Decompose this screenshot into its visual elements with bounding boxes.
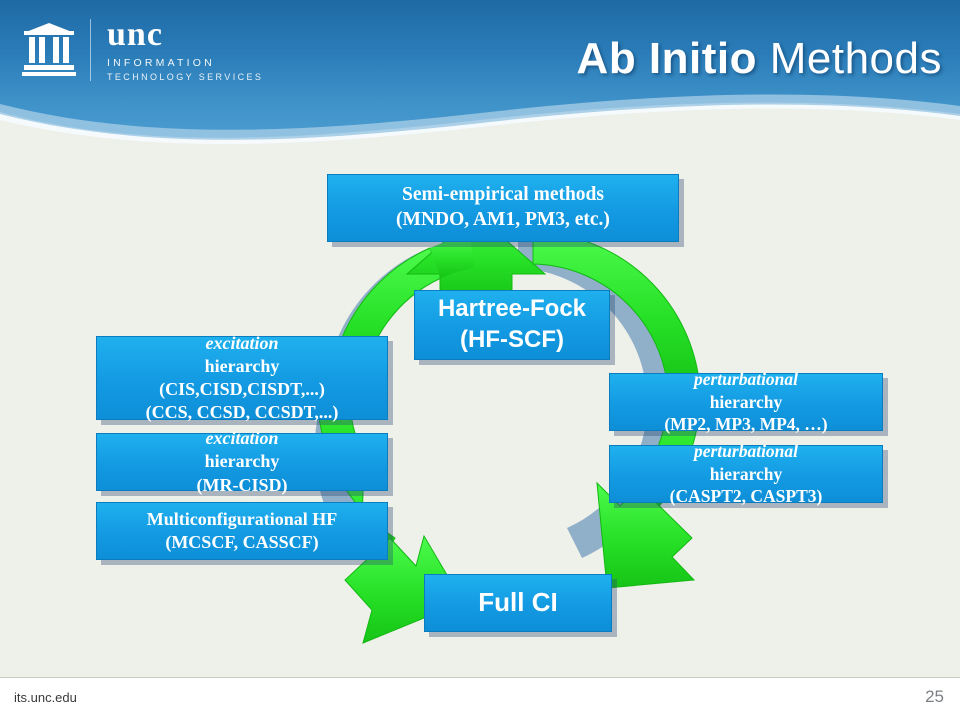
- page-title-emphasis: Ab Initio: [576, 34, 758, 83]
- box-hartree-fock: Hartree-Fock (HF-SCF): [414, 290, 610, 360]
- excitation-1-line1: excitation hierarchy: [205, 332, 280, 378]
- header-wave-decoration: [0, 94, 960, 150]
- footer-page-number: 25: [925, 687, 944, 706]
- logo-line-technology-services: TECHNOLOGY SERVICES: [107, 71, 264, 82]
- box-multiconfigurational-hf: Multiconfigurational HF (MCSCF, CASSCF): [96, 502, 388, 560]
- excitation-2-rest: hierarchy: [204, 451, 280, 472]
- diagram-stage: Semi-empirical methods (MNDO, AM1, PM3, …: [0, 150, 960, 678]
- unc-seal-icon: [22, 21, 76, 79]
- hartree-fock-line1: Hartree-Fock: [437, 295, 587, 323]
- excitation-1-italic: excitation: [205, 332, 279, 353]
- mcscf-line2: (MCSCF, CASSCF): [165, 532, 319, 552]
- excitation-2-italic: excitation: [205, 428, 279, 449]
- perturbational-1-line2: (MP2, MP3, MP4, …): [664, 414, 828, 435]
- unc-logo: unc INFORMATION TECHNOLOGY SERVICES: [22, 18, 263, 82]
- box-perturbational-hierarchy-mp: perturbational hierarchy (MP2, MP3, MP4,…: [609, 369, 883, 434]
- box-full-ci: Full CI: [424, 574, 612, 632]
- logo-wordmark: unc INFORMATION TECHNOLOGY SERVICES: [107, 18, 263, 82]
- footer-url: its.unc.edu: [14, 690, 77, 705]
- excitation-2-line2: (MR-CISD): [196, 474, 288, 495]
- perturbational-2-italic: perturbational: [693, 441, 799, 462]
- perturbational-2-line1: perturbational hierarchy: [694, 440, 798, 485]
- box-excitation-hierarchy-mrcisd: excitation hierarchy (MR-CISD): [96, 428, 388, 495]
- logo-unc-text: unc: [107, 16, 163, 53]
- slide-header: unc INFORMATION TECHNOLOGY SERVICES Ab I…: [0, 0, 960, 150]
- page-title: Ab Initio Methods: [577, 34, 942, 84]
- excitation-1-line2: (CIS,CISD,CISDT,...): [159, 379, 325, 399]
- perturbational-1-line1: perturbational hierarchy: [694, 368, 798, 413]
- logo-line-information: INFORMATION: [107, 57, 215, 69]
- slide-footer: its.unc.edu 25: [0, 677, 960, 720]
- hartree-fock-line2: (HF-SCF): [460, 326, 564, 353]
- perturbational-1-italic: perturbational: [693, 369, 799, 390]
- box-excitation-hierarchy-ci-cc: excitation hierarchy (CIS,CISD,CISDT,...…: [96, 333, 388, 422]
- perturbational-2-line2: (CASPT2, CASPT3): [669, 486, 823, 507]
- box-perturbational-hierarchy-caspt: perturbational hierarchy (CASPT2, CASPT3…: [609, 441, 883, 506]
- page-title-rest: Methods: [757, 34, 942, 83]
- excitation-2-line1: excitation hierarchy: [205, 427, 280, 473]
- perturbational-1-rest: hierarchy: [709, 391, 783, 412]
- perturbational-2-rest: hierarchy: [709, 463, 783, 484]
- box-semi-empirical-methods: Semi-empirical methods (MNDO, AM1, PM3, …: [327, 174, 679, 242]
- full-ci-label: Full CI: [478, 587, 558, 618]
- semi-empirical-line1: Semi-empirical methods: [401, 184, 604, 206]
- logo-divider: [90, 18, 91, 81]
- mcscf-line1: Multiconfigurational HF: [146, 508, 338, 529]
- excitation-1-rest: hierarchy: [204, 355, 280, 376]
- semi-empirical-line2: (MNDO, AM1, PM3, etc.): [396, 209, 610, 230]
- excitation-1-line3: (CCS, CCSD, CCSDT,...): [145, 402, 339, 423]
